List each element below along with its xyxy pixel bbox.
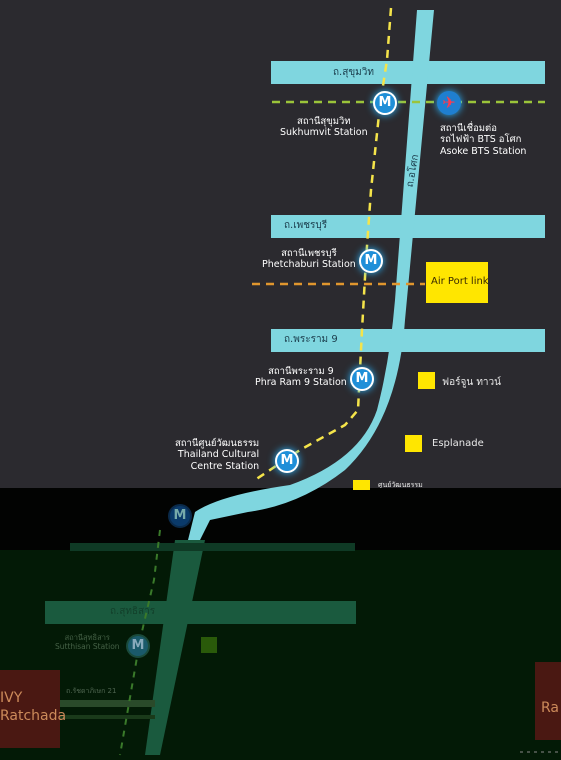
lower-marker bbox=[201, 637, 217, 653]
asoke-station-label: สถานีเชื่อมต่อ รถไฟฟ้า BTS อโศก Asoke BT… bbox=[440, 123, 526, 157]
esplanade-label: Esplanade bbox=[432, 438, 484, 449]
sukhumvit-station-th: สถานีสุขุมวิท bbox=[297, 116, 351, 127]
metro-m-icon: M bbox=[375, 93, 395, 113]
phetchaburi-station-icon: M bbox=[359, 249, 383, 273]
lower-side-label: ถ.รัชดาภิเษก 21 bbox=[66, 687, 117, 695]
sukhumvit-road-label: ถ.สุขุมวิท bbox=[333, 67, 374, 78]
lower-cross-road bbox=[45, 601, 356, 624]
sukhumvit-road bbox=[271, 61, 545, 84]
asoke-station-th2: รถไฟฟ้า BTS อโศก bbox=[440, 134, 522, 146]
lower-station-label: สถานีสุทธิสาร Sutthisan Station bbox=[55, 633, 120, 651]
asoke-bts-icon: ✈ bbox=[437, 91, 461, 115]
lower-station-1-icon: M bbox=[168, 504, 192, 528]
fortune-label: ฟอร์จูน ทาวน์ bbox=[442, 377, 501, 388]
rama9-road-label: ถ.พระราม 9 bbox=[284, 334, 338, 345]
phetchaburi-station-en: Phetchaburi Station bbox=[262, 259, 356, 271]
rama9-station-th: สถานีพระราม 9 bbox=[268, 366, 334, 377]
cultural-station-th: สถานีศูนย์วัฒนธรรม bbox=[175, 438, 260, 449]
mrt-line bbox=[254, 7, 393, 482]
cultural-station-en2: Centre Station bbox=[190, 460, 260, 472]
metro-m-icon: M bbox=[170, 506, 190, 526]
metro-m-icon: M bbox=[352, 369, 372, 389]
lower-green-region bbox=[0, 550, 561, 760]
ivy-box-line1: IVY bbox=[0, 690, 23, 706]
next-label: ศูนย์วัฒนธรรม bbox=[378, 481, 423, 488]
rama9-station-en: Phra Ram 9 Station bbox=[255, 377, 347, 389]
asoke-station-en: Asoke BTS Station bbox=[440, 145, 527, 157]
rama9-station-icon: M bbox=[350, 367, 374, 391]
phetchaburi-road-label: ถ.เพชรบุรี bbox=[284, 220, 328, 231]
metro-m-icon: M bbox=[128, 636, 148, 656]
rama9-station-label: สถานีพระราม 9 Phra Ram 9 Station bbox=[255, 366, 347, 389]
rama9-road bbox=[271, 329, 545, 352]
next-marker bbox=[353, 480, 370, 490]
metro-m-icon: M bbox=[277, 451, 297, 471]
lower-station-2-icon: M bbox=[126, 634, 150, 658]
lower-road-label: ถ.สุทธิสาร bbox=[110, 606, 156, 617]
lower-side-road bbox=[60, 700, 155, 707]
sukhumvit-station-en: Sukhumvit Station bbox=[280, 127, 368, 139]
cultural-station-label: สถานีศูนย์วัฒนธรรม Thailand Cultural Cen… bbox=[175, 438, 259, 472]
fortune-marker bbox=[418, 372, 435, 389]
lower-side-road-2 bbox=[60, 715, 155, 719]
mrt-line-lower bbox=[119, 529, 161, 756]
right-box-label: Ra bbox=[541, 700, 559, 716]
sukhumvit-station-icon: M bbox=[373, 91, 397, 115]
esplanade-marker bbox=[405, 435, 422, 452]
lower-station-th: สถานีสุทธิสาร bbox=[64, 633, 110, 642]
asoke-station-th: สถานีเชื่อมต่อ bbox=[440, 123, 497, 134]
right-box bbox=[535, 662, 561, 740]
metro-m-icon: M bbox=[361, 251, 381, 271]
phetchaburi-station-th: สถานีเพชรบุรี bbox=[281, 248, 337, 259]
lower-station-en: Sutthisan Station bbox=[55, 642, 120, 651]
lower-vertical-road bbox=[145, 540, 205, 755]
airport-link-box bbox=[426, 262, 488, 303]
airport-link-label: Air Port link bbox=[431, 276, 489, 287]
cultural-station-en: Thailand Cultural bbox=[177, 449, 260, 461]
phetchaburi-station-label: สถานีเพชรบุรี Phetchaburi Station bbox=[262, 248, 356, 271]
sukhumvit-station-label: สถานีสุขุมวิท Sukhumvit Station bbox=[280, 116, 368, 139]
ivy-box bbox=[0, 670, 60, 748]
lower-thin-road bbox=[70, 543, 355, 551]
cultural-station-icon: M bbox=[275, 449, 299, 473]
ivy-box-line2: Ratchada bbox=[0, 708, 67, 724]
